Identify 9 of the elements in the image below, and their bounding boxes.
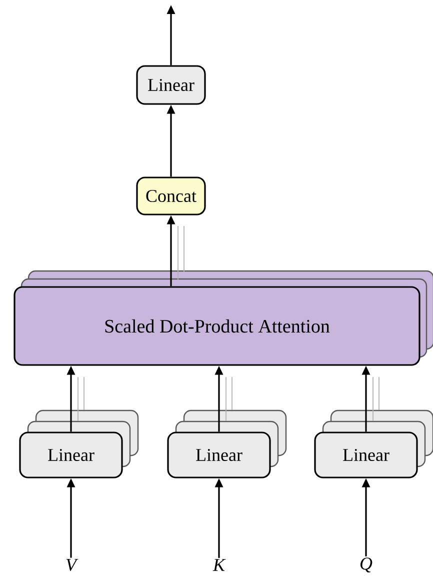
input-label: K xyxy=(212,559,226,571)
input-label: Q xyxy=(360,558,372,572)
linear-box: Linear xyxy=(136,65,206,105)
linear-box: Linear xyxy=(314,432,418,478)
concat-box: Concat xyxy=(136,176,206,216)
linear-box: Linear xyxy=(19,432,123,478)
linear-box: Linear xyxy=(167,432,271,478)
attention-box: Scaled Dot-Product Attention xyxy=(14,286,420,366)
input-label: V xyxy=(66,558,78,572)
